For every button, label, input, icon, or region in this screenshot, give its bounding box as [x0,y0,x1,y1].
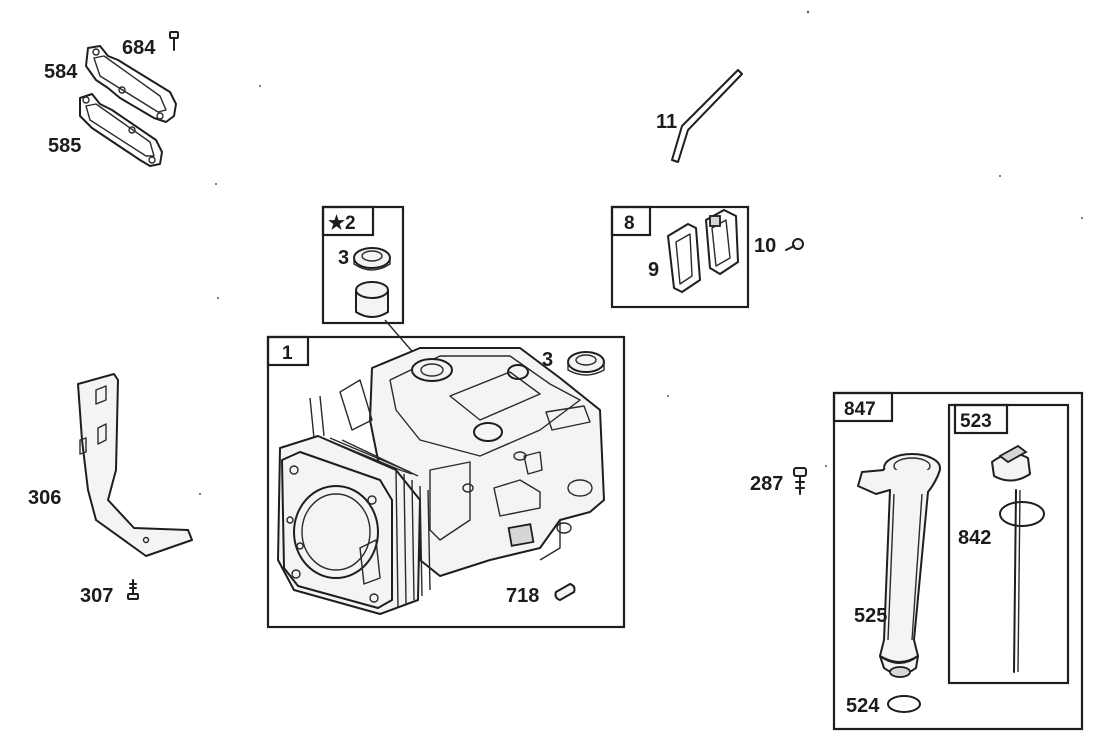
gasket-584 [85,45,177,123]
box-dipstick-tube-tag [832,391,894,423]
gasket-585 [79,93,163,167]
label-8: 8 [624,213,635,234]
bushing-icon [355,281,389,318]
label-2: ★2 [328,213,356,234]
label-1: 1 [282,343,293,364]
label-847: 847 [844,399,876,420]
label-684: 684 [122,37,156,59]
label-9: 9 [648,259,659,281]
oil-seal-3-icon [353,247,391,271]
label-584: 584 [44,61,78,83]
screw-684-icon [169,31,179,51]
label-306: 306 [28,487,61,509]
cylinder-block [277,347,605,615]
label-718: 718 [506,585,539,607]
label-842: 842 [958,527,991,549]
box-repair-kit-tag [321,205,375,237]
box-gasket-set [610,205,750,309]
screw-287-icon [793,467,807,495]
dowel-pin-718-icon [554,583,576,601]
label-585: 585 [48,135,81,157]
box-dipstick-tube-assy [832,391,1084,731]
label-524: 524 [846,695,880,717]
box-dipstick-assy [947,403,1070,685]
screw-10-icon [785,238,804,251]
label-11: 11 [656,111,677,133]
box-cylinder [266,335,626,629]
breather-tube-11 [671,69,743,163]
label-3-cylinder: 3 [542,349,553,371]
label-525: 525 [854,605,887,627]
o-ring-524-icon [887,695,921,713]
screw-307-icon [127,579,139,600]
gasket-9 [667,223,701,293]
box-gasket-set-tag [610,205,652,237]
label-307: 307 [80,585,113,607]
breather-cover-icon [705,209,739,275]
dipstick-tube-525 [857,453,941,678]
label-523: 523 [960,411,992,432]
box-dipstick-tag [953,403,1009,435]
box-cylinder-tag [266,335,310,367]
dipstick-523 [991,444,1045,673]
label-10: 10 [754,235,776,257]
oil-seal-3-cylinder-icon [567,351,605,376]
scan-specks [199,10,1083,495]
label-287: 287 [750,473,783,495]
label-3-kit: 3 [338,247,349,269]
bracket-306 [77,373,193,557]
